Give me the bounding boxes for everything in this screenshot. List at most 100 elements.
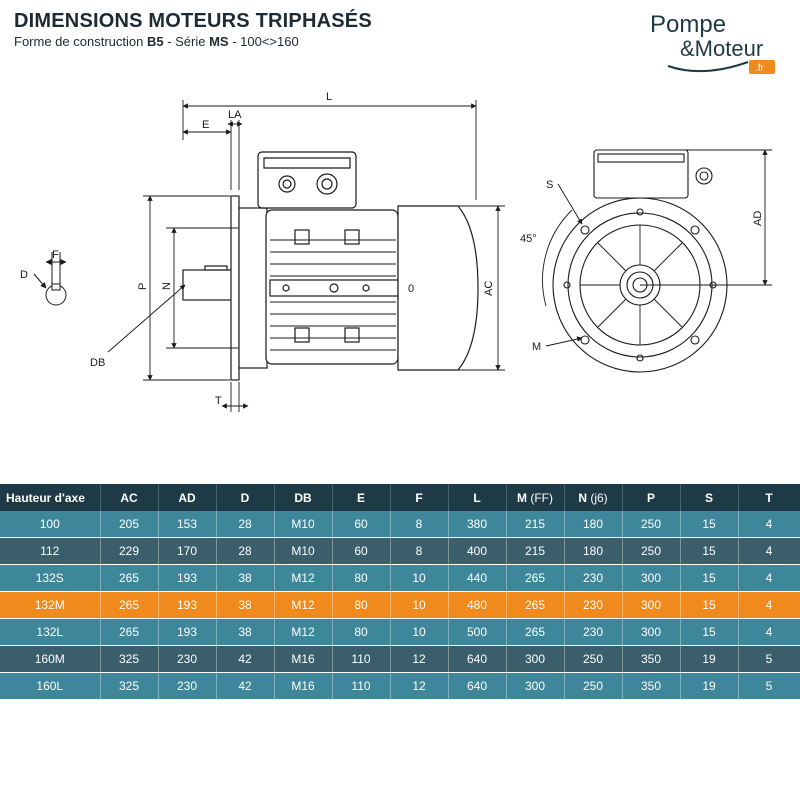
table-cell: 205 — [100, 511, 159, 538]
table-cell: M16 — [274, 672, 333, 700]
logo-line2: &Moteur — [680, 36, 763, 61]
column-header: AD — [158, 484, 217, 511]
table-cell: 4 — [738, 564, 800, 592]
table-cell: 229 — [100, 537, 159, 565]
table-cell: 300 — [506, 672, 565, 700]
table-cell: 80 — [332, 564, 391, 592]
table-cell: 325 — [100, 645, 159, 673]
page-title: DIMENSIONS MOTEURS TRIPHASÉS — [14, 10, 372, 32]
table-cell: 230 — [564, 618, 623, 646]
table-cell: 230 — [158, 645, 217, 673]
side-view — [182, 151, 479, 381]
column-header: E — [332, 484, 391, 511]
table-cell: 170 — [158, 537, 217, 565]
table-cell: 250 — [622, 511, 681, 538]
table-cell: 215 — [506, 511, 565, 538]
label-E: E — [202, 119, 209, 131]
table-cell: 640 — [448, 672, 507, 700]
table-cell: 28 — [216, 537, 275, 565]
column-header-label: AC — [120, 490, 138, 505]
column-header: AC — [100, 484, 159, 511]
table-cell: 110 — [332, 645, 391, 673]
table-cell: 4 — [738, 511, 800, 538]
table-cell: 400 — [448, 537, 507, 565]
column-header: Hauteur d'axe — [0, 484, 101, 511]
table-cell: 300 — [622, 591, 681, 619]
table-cell: 5 — [738, 645, 800, 673]
table-cell: 8 — [390, 511, 449, 538]
table-cell: 4 — [738, 591, 800, 619]
table-cell: 15 — [680, 618, 739, 646]
table-cell: 265 — [506, 591, 565, 619]
column-header-unit: (FF) — [527, 490, 553, 505]
table-cell: 5 — [738, 672, 800, 700]
label-zero: 0 — [408, 283, 414, 295]
table-cell: M12 — [274, 591, 333, 619]
table-cell: 80 — [332, 618, 391, 646]
brand-logo: Pompe &Moteur .fr — [650, 11, 775, 74]
table-cell: 325 — [100, 672, 159, 700]
table-cell: M10 — [274, 537, 333, 565]
cooling-fins — [270, 239, 396, 351]
table-cell: 42 — [216, 645, 275, 673]
table-cell: 15 — [680, 537, 739, 565]
shaft-section — [33, 252, 67, 306]
table-cell: 60 — [332, 537, 391, 565]
table-cell-frame-size: 100 — [0, 511, 101, 538]
table-cell: 500 — [448, 618, 507, 646]
logo-swoosh — [667, 61, 749, 73]
table-cell: 10 — [390, 564, 449, 592]
column-header-label: E — [356, 490, 365, 505]
column-header-label: P — [646, 490, 655, 505]
table-cell: 265 — [100, 564, 159, 592]
subtitle-prefix: Forme de construction — [14, 34, 147, 49]
column-header-label: T — [765, 490, 773, 505]
table-cell: 193 — [158, 564, 217, 592]
table-cell: M10 — [274, 511, 333, 538]
label-S: S — [546, 179, 553, 191]
column-header-unit: (j6) — [587, 490, 608, 505]
table-cell: 230 — [564, 591, 623, 619]
column-header-label: D — [240, 490, 250, 505]
table-cell: 42 — [216, 672, 275, 700]
table-cell: 19 — [680, 672, 739, 700]
column-header: DB — [274, 484, 333, 511]
table-cell: M12 — [274, 618, 333, 646]
table-cell: 4 — [738, 618, 800, 646]
table-cell-frame-size: 132S — [0, 564, 101, 592]
side-dimension-lines — [107, 100, 505, 412]
label-DB: DB — [90, 357, 105, 369]
label-D: D — [20, 269, 28, 281]
column-header-label: Hauteur d'axe — [6, 490, 85, 505]
table-cell: 380 — [448, 511, 507, 538]
table-cell: 480 — [448, 591, 507, 619]
label-M: M — [532, 341, 541, 353]
table-cell: 250 — [622, 537, 681, 565]
label-LA: LA — [228, 109, 242, 121]
column-header-label: DB — [294, 490, 312, 505]
table-cell: 4 — [738, 537, 800, 565]
front-bearing — [238, 207, 268, 369]
table-cell: 80 — [332, 591, 391, 619]
table-cell: 300 — [622, 564, 681, 592]
label-T: T — [215, 395, 222, 407]
table-cell: 10 — [390, 618, 449, 646]
table-cell: 265 — [506, 618, 565, 646]
table-cell: 60 — [332, 511, 391, 538]
column-header-label: L — [473, 490, 481, 505]
table-cell: M16 — [274, 645, 333, 673]
page-subtitle: Forme de construction B5 - Série MS - 10… — [14, 34, 299, 49]
table-cell-frame-size: 132M — [0, 591, 101, 619]
table-cell: 180 — [564, 537, 623, 565]
table-cell: 180 — [564, 511, 623, 538]
column-header: T — [738, 484, 800, 511]
label-P: P — [137, 283, 149, 290]
table-cell-frame-size: 132L — [0, 618, 101, 646]
table-cell: 230 — [564, 564, 623, 592]
